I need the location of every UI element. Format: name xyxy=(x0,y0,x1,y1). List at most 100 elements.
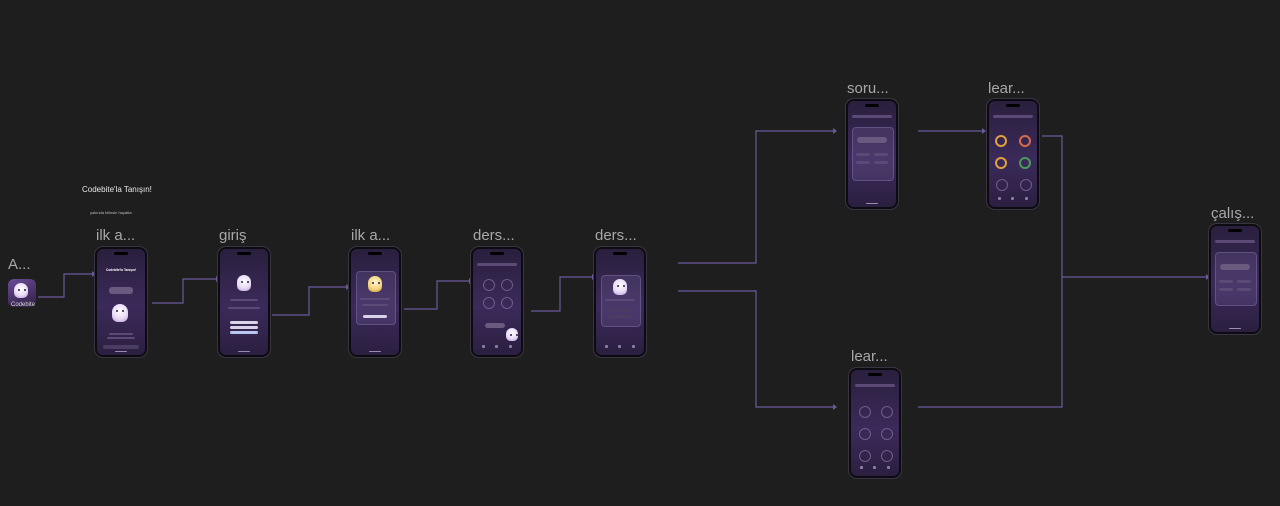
phone-frame-lesson-detail[interactable] xyxy=(594,247,646,357)
app-icon-label: Codebite xyxy=(10,302,36,308)
top-bar xyxy=(1215,240,1255,243)
phone-frame-learn-bottom[interactable] xyxy=(849,368,901,478)
learn-bottom-screen xyxy=(851,370,899,476)
lesson-node[interactable] xyxy=(501,297,513,309)
option-button[interactable] xyxy=(608,315,632,318)
connector-learn-bottom-to-study xyxy=(918,277,1063,408)
mascot-icon xyxy=(14,283,28,298)
connector-detail-to-learn-bottom xyxy=(678,290,833,408)
lesson-node[interactable] xyxy=(859,428,871,440)
phone-notch xyxy=(1228,229,1242,232)
book-icon[interactable] xyxy=(873,466,877,469)
start-button[interactable] xyxy=(363,315,387,318)
frame-label-learn-bottom[interactable]: lear... xyxy=(851,348,888,365)
frame-label-intro[interactable]: ilk a... xyxy=(351,227,391,244)
frame-label-learn[interactable]: lear... xyxy=(988,80,1025,97)
answer-option[interactable] xyxy=(1219,288,1233,291)
home-icon[interactable] xyxy=(860,466,864,469)
password-field[interactable] xyxy=(230,326,258,329)
learn-screen xyxy=(989,101,1037,207)
login-button[interactable] xyxy=(230,331,258,334)
connector-intro-to-lessons xyxy=(404,280,469,310)
canvas-note-heading[interactable]: Codebite'la Tanışın! xyxy=(82,185,152,194)
answer-option[interactable] xyxy=(874,161,888,164)
lesson-node[interactable] xyxy=(501,279,513,291)
lesson-node[interactable] xyxy=(881,428,893,440)
home-icon[interactable] xyxy=(482,345,486,348)
phone-notch xyxy=(368,252,382,255)
phone-notch xyxy=(237,252,251,255)
home-icon[interactable] xyxy=(998,197,1002,200)
frame-label-question[interactable]: soru... xyxy=(847,80,889,97)
phone-frame-welcome[interactable]: Codebite'la Tanışın! xyxy=(95,247,147,357)
answer-option[interactable] xyxy=(856,161,870,164)
text-line xyxy=(362,304,388,306)
email-field[interactable] xyxy=(230,321,258,324)
book-icon[interactable] xyxy=(495,345,499,348)
text-line xyxy=(230,299,258,301)
connector-detail-to-question xyxy=(678,130,833,264)
tab-bar xyxy=(477,345,517,349)
frame-label-welcome[interactable]: ilk a... xyxy=(96,227,136,244)
option-button[interactable] xyxy=(608,309,632,312)
continue-button[interactable] xyxy=(103,345,139,349)
home-icon[interactable] xyxy=(605,345,609,348)
phone-notch xyxy=(865,104,879,107)
profile-icon[interactable] xyxy=(631,345,635,348)
profile-icon[interactable] xyxy=(508,345,512,348)
canvas-note-subtext[interactable]: yakında bilinsin hayatta xyxy=(90,210,132,215)
frame-label-study[interactable]: çalış... xyxy=(1211,205,1255,222)
lesson-node[interactable] xyxy=(859,450,871,462)
phone-frame-learn[interactable] xyxy=(987,99,1039,209)
question-text xyxy=(1220,264,1250,270)
lesson-node[interactable] xyxy=(859,406,871,418)
frame-label-app[interactable]: A... xyxy=(8,256,31,273)
phone-notch xyxy=(1006,104,1020,107)
phone-frame-lessons[interactable] xyxy=(471,247,523,357)
lesson-node[interactable] xyxy=(881,406,893,418)
answer-option[interactable] xyxy=(856,153,870,156)
speech-bubble xyxy=(109,287,133,294)
mascot-icon xyxy=(506,328,518,341)
phone-notch xyxy=(613,252,627,255)
connector-app-to-welcome xyxy=(38,273,92,298)
book-icon[interactable] xyxy=(618,345,622,348)
phone-frame-study[interactable] xyxy=(1209,224,1261,334)
frame-label-lessons[interactable]: ders... xyxy=(473,227,515,244)
mascot-icon xyxy=(613,279,627,295)
frame-label-lesson-detail[interactable]: ders... xyxy=(595,227,637,244)
phone-frame-intro[interactable] xyxy=(349,247,401,357)
phone-frame-login[interactable] xyxy=(218,247,270,357)
book-icon[interactable] xyxy=(1011,197,1015,200)
lesson-node[interactable] xyxy=(881,450,893,462)
lesson-node[interactable] xyxy=(483,297,495,309)
phone-notch xyxy=(114,252,128,255)
answer-option[interactable] xyxy=(874,153,888,156)
mascot-icon xyxy=(237,275,251,291)
top-bar xyxy=(855,384,895,387)
answer-option[interactable] xyxy=(1237,288,1251,291)
phone-frame-question[interactable] xyxy=(846,99,898,209)
speech-bubble xyxy=(485,323,505,328)
frame-label-login[interactable]: giriş xyxy=(219,227,247,244)
progress-ring[interactable] xyxy=(995,135,1007,147)
progress-ring[interactable] xyxy=(1019,135,1031,147)
home-indicator xyxy=(1229,328,1241,329)
answer-option[interactable] xyxy=(1219,280,1233,283)
home-indicator xyxy=(115,351,127,352)
progress-ring[interactable] xyxy=(995,157,1007,169)
locked-node[interactable] xyxy=(1020,179,1032,191)
answer-option[interactable] xyxy=(1237,280,1251,283)
tab-bar xyxy=(600,345,640,349)
lesson-detail-screen xyxy=(596,249,644,355)
locked-node[interactable] xyxy=(996,179,1008,191)
profile-icon[interactable] xyxy=(886,466,890,469)
lesson-node[interactable] xyxy=(483,279,495,291)
connector-lessons-to-lesson-detail xyxy=(531,276,592,312)
progress-ring[interactable] xyxy=(1019,157,1031,169)
question-text xyxy=(857,137,887,143)
top-bar xyxy=(852,115,892,118)
app-icon[interactable] xyxy=(8,279,36,307)
profile-icon[interactable] xyxy=(1024,197,1028,200)
connector-login-to-intro xyxy=(272,286,346,316)
